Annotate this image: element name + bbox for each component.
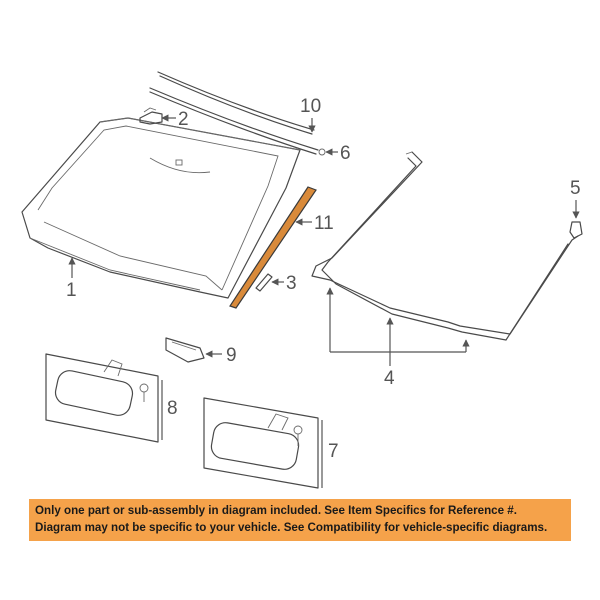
leader-lines — [68, 114, 580, 488]
callout-8: 8 — [167, 398, 178, 419]
windshield-molding-frame — [311, 151, 579, 341]
callout-5: 5 — [570, 178, 581, 199]
mirror-assembly-8 — [45, 353, 159, 443]
callout-11: 11 — [314, 213, 334, 234]
disclaimer-banner: Only one part or sub-assembly in diagram… — [29, 499, 571, 541]
side-molding-highlighted — [229, 186, 317, 309]
disclaimer-line-2: Diagram may not be specific to your vehi… — [35, 520, 548, 534]
upper-molding-10 — [157, 71, 315, 135]
callout-3: 3 — [286, 273, 297, 294]
upper-molding-6 — [149, 87, 326, 156]
callout-4: 4 — [384, 368, 395, 389]
callout-9: 9 — [226, 345, 237, 366]
mirror-mount-button — [139, 107, 163, 125]
molding-clip — [255, 273, 273, 292]
disclaimer-line-1: Only one part or sub-assembly in diagram… — [35, 504, 517, 517]
callout-10: 10 — [300, 96, 321, 117]
windshield-glass — [21, 117, 301, 299]
mirror-assembly-7 — [203, 397, 319, 489]
callout-2: 2 — [178, 109, 189, 130]
callout-1: 1 — [66, 280, 77, 301]
sensor-cover — [165, 337, 205, 363]
callout-6: 6 — [340, 143, 351, 164]
molding-end-cap — [569, 221, 583, 239]
callout-7: 7 — [328, 441, 339, 462]
